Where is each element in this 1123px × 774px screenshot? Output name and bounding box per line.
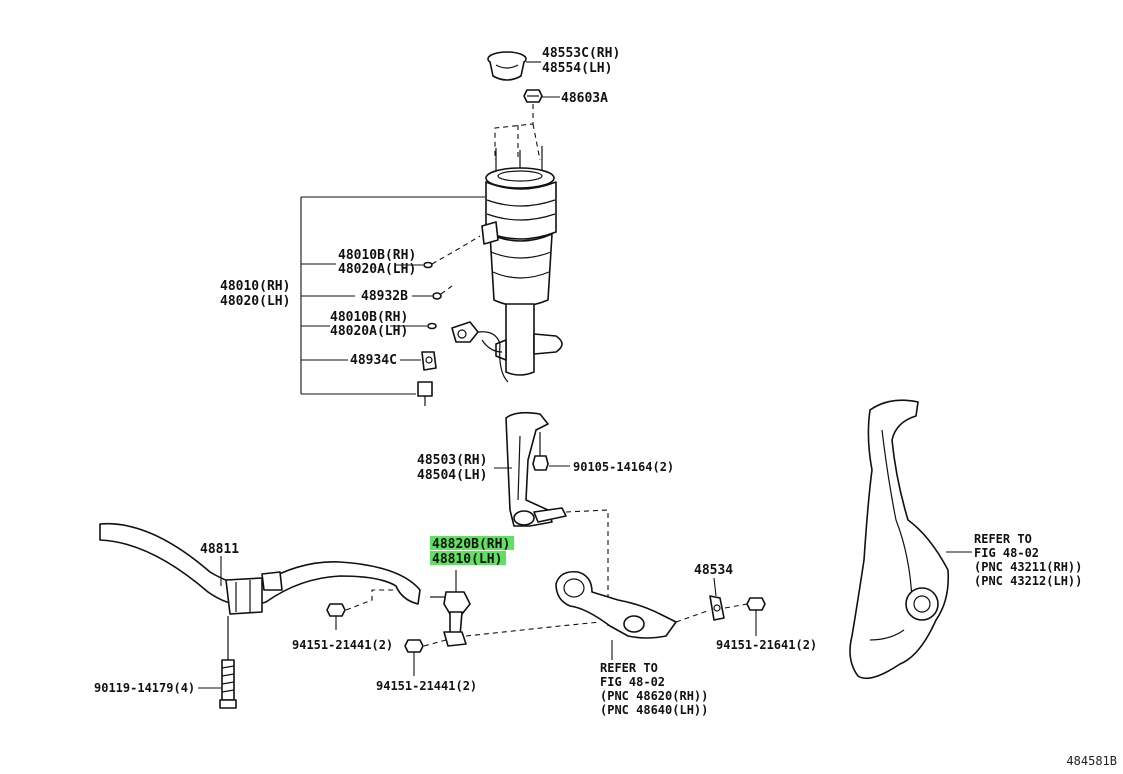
- suspension-fork-part[interactable]: [505, 411, 567, 527]
- label-48553c[interactable]: 48553C(RH): [542, 46, 620, 61]
- highlight-48810: [430, 551, 506, 565]
- ref-knuckle-line4: (PNC 43212(LH)): [974, 574, 1082, 588]
- nut-48603a-part[interactable]: [523, 89, 543, 103]
- label-48820b[interactable]: 48820B(RH): [432, 537, 510, 552]
- ref-arm-line4: (PNC 48640(LH)): [600, 703, 708, 717]
- stabilizer-bar-part[interactable]: [99, 522, 421, 615]
- label-90119[interactable]: 90119-14179(4): [94, 681, 195, 695]
- label-48534[interactable]: 48534: [694, 563, 733, 578]
- label-48603a[interactable]: 48603A: [561, 91, 608, 106]
- bolt-90119-part[interactable]: [219, 616, 237, 709]
- label-48934c[interactable]: 48934C: [350, 353, 397, 368]
- ref-arm-line1: REFER TO: [600, 661, 658, 675]
- ref-arm-line3: (PNC 48620(RH)): [600, 689, 708, 703]
- ref-arm-line2: FIG 48-02: [600, 675, 665, 689]
- nut-94151-right-part[interactable]: [746, 597, 766, 611]
- label-48811[interactable]: 48811: [200, 542, 239, 557]
- label-48810[interactable]: 48810(LH): [432, 552, 502, 567]
- clip-48932b-part[interactable]: [432, 292, 442, 300]
- ref-knuckle-line1: REFER TO: [974, 532, 1032, 546]
- label-48010b-lower[interactable]: 48010B(RH): [330, 310, 408, 325]
- cover-lower-part[interactable]: [417, 381, 433, 406]
- label-48010[interactable]: 48010(RH): [220, 279, 290, 294]
- nut-94151-left-part[interactable]: [326, 603, 346, 617]
- bolt-90105-part[interactable]: [532, 432, 549, 471]
- label-48504[interactable]: 48504(LH): [417, 468, 487, 483]
- strut-sensor-part[interactable]: [451, 321, 509, 383]
- label-94151-middle[interactable]: 94151-21441(2): [376, 679, 477, 693]
- ref-knuckle-line2: FIG 48-02: [974, 546, 1039, 560]
- air-suspension-strut-part[interactable]: [481, 146, 563, 376]
- label-90105[interactable]: 90105-14164(2): [573, 460, 674, 474]
- label-94151-right[interactable]: 94151-21641(2): [716, 638, 817, 652]
- label-48932b[interactable]: 48932B: [361, 289, 408, 304]
- o-ring-48010b-upper-part[interactable]: [423, 261, 433, 269]
- figure-code: 484581B: [1066, 754, 1117, 768]
- cap-48934c-part[interactable]: [421, 351, 437, 371]
- steering-knuckle-part[interactable]: [849, 399, 950, 680]
- label-48020a-upper[interactable]: 48020A(LH): [338, 262, 416, 277]
- stabilizer-link-part[interactable]: [430, 591, 471, 647]
- highlight-48820b: [430, 536, 514, 550]
- bracket-48534-part[interactable]: [709, 595, 725, 621]
- label-48503[interactable]: 48503(RH): [417, 453, 487, 468]
- ref-knuckle-line3: (PNC 43211(RH)): [974, 560, 1082, 574]
- label-48010b-upper[interactable]: 48010B(RH): [338, 248, 416, 263]
- label-48554[interactable]: 48554(LH): [542, 61, 612, 76]
- label-48020[interactable]: 48020(LH): [220, 294, 290, 309]
- label-94151-left[interactable]: 94151-21441(2): [292, 638, 393, 652]
- lower-control-arm-part[interactable]: [555, 570, 677, 639]
- label-48020a-lower[interactable]: 48020A(LH): [330, 324, 408, 339]
- o-ring-48010b-lower-part[interactable]: [427, 322, 437, 330]
- nut-94151-middle-part[interactable]: [404, 639, 424, 653]
- upper-cap-part[interactable]: [487, 51, 527, 81]
